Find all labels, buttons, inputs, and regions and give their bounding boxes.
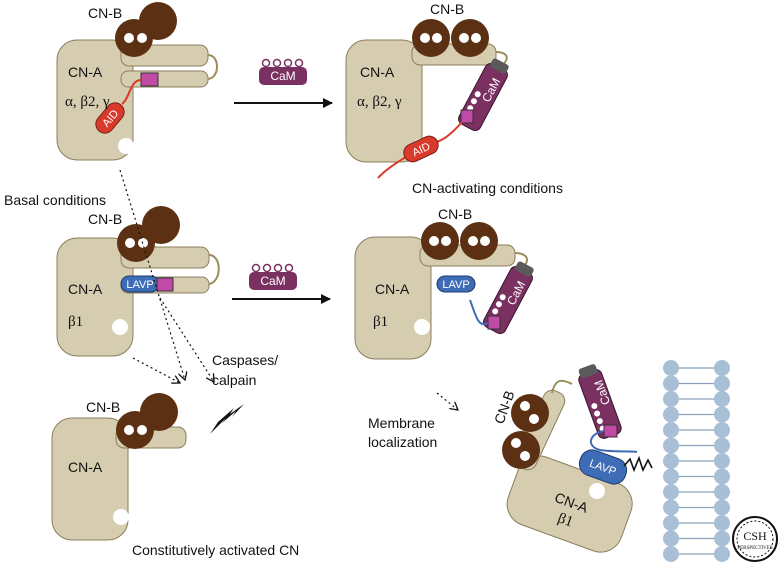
panel-basal-alpha: AID CN-B CN-A α, β2, γ <box>56 2 218 161</box>
logo-sub: PERSPECTIVES <box>737 546 773 551</box>
cnb-ball <box>116 411 154 449</box>
cna-domain <box>354 236 432 360</box>
lipid-head <box>663 360 679 376</box>
lipid-head <box>714 530 730 547</box>
lavp-label: LAVP <box>442 279 469 291</box>
isoform-label: β1 <box>68 314 83 330</box>
cnb-ball <box>117 224 155 262</box>
panel-activated-beta1: CaM LAVP CN-B CN-A β1 <box>354 206 534 360</box>
isoform-label: α, β2, γ <box>357 94 402 110</box>
cnb-ball <box>412 19 450 57</box>
lipid-head <box>714 468 730 485</box>
cna-label: CN-A <box>68 64 103 80</box>
cam-binding-domain <box>140 72 159 87</box>
lipid-head <box>663 437 679 454</box>
basal-conditions-label: Basal conditions <box>4 192 106 208</box>
membrane-label-line1: Membrane <box>368 415 435 431</box>
lipid-head <box>663 546 679 562</box>
lipid-head <box>714 406 730 423</box>
cna-domain <box>51 417 129 541</box>
lipid-head <box>663 422 679 438</box>
logo-main: CSH <box>743 529 767 543</box>
cnb-ball <box>460 222 498 260</box>
cnb-label: CN-B <box>438 206 472 222</box>
cnb-label: CN-B <box>86 399 120 415</box>
cam-block <box>249 272 297 290</box>
lipid-head <box>663 468 679 485</box>
lipid-head <box>714 422 730 438</box>
activating-conditions-label: CN-activating conditions <box>412 180 563 196</box>
panel-basal-beta1: LAVP CN-B CN-A β1 <box>56 206 220 357</box>
isoform-label: α, β2, γ <box>65 94 110 110</box>
active-site <box>113 509 129 525</box>
cnb-ball <box>511 394 549 432</box>
cna-label: CN-A <box>360 64 395 80</box>
cam-binding-domain <box>156 277 174 292</box>
cnb-ball <box>451 19 489 57</box>
dotted-arrow <box>436 392 458 410</box>
lavp-capsule: LAVP <box>578 449 628 485</box>
caspases-label-line1: Caspases/ <box>212 352 278 368</box>
cnb-ball <box>421 222 459 260</box>
lipid-head <box>663 406 679 423</box>
cnb-label: CN-B <box>88 211 122 227</box>
lipid-head <box>663 484 679 500</box>
lipid-head <box>714 375 730 392</box>
dotted-arrow <box>119 169 185 380</box>
cnb-label: CN-B <box>88 5 122 21</box>
active-site <box>589 483 605 499</box>
lipid-head <box>663 391 679 407</box>
membrane-label-line2: localization <box>368 434 437 450</box>
cna-label: CN-A <box>68 281 103 297</box>
lightning-icon <box>210 404 244 434</box>
cna-domain <box>345 39 423 163</box>
lipid-head <box>663 453 679 469</box>
cam-block <box>259 67 307 85</box>
lipid-head <box>663 499 679 516</box>
cam-label: CaM <box>260 274 285 288</box>
cna-label: CN-A <box>68 459 103 475</box>
cnb-ball <box>502 431 540 469</box>
aid-capsule: AID <box>95 102 125 134</box>
cna-label: CN-A <box>375 281 410 297</box>
active-site <box>414 319 430 335</box>
csh-perspectives-logo: CSH PERSPECTIVES <box>732 516 778 562</box>
lipid-head <box>663 375 679 392</box>
lavp-capsule <box>436 275 476 293</box>
cnb-label: CN-B <box>430 1 464 17</box>
aid-capsule: AID <box>403 135 439 163</box>
constitutive-label: Constitutively activated CN <box>132 542 299 558</box>
lipid-head <box>714 391 730 407</box>
panel-activated-alpha: CaM AID CN-B CN-A α, β2, γ CN-activating… <box>345 1 563 196</box>
panel-membrane: CN-A β1 CN-B CaM LAVP <box>491 364 653 553</box>
cleavage-arrows <box>119 169 458 410</box>
lipid-head <box>663 530 679 547</box>
dotted-arrow <box>159 297 214 382</box>
active-site <box>112 319 128 335</box>
lipid-head <box>714 453 730 469</box>
cam-label: CaM <box>270 69 295 83</box>
cam-addition-2: CaM <box>232 263 331 304</box>
panel-constitutive: CN-B CN-A Constitutively activated CN <box>51 393 299 558</box>
isoform-label: β1 <box>373 314 388 330</box>
cna-domain <box>56 39 134 161</box>
caspases-label-line2: calpain <box>212 372 256 388</box>
lipid-anchor <box>623 455 653 473</box>
isoform-label: β1 <box>555 510 575 530</box>
cam-bound: CaM <box>578 364 622 439</box>
lipid-head <box>714 437 730 454</box>
active-site <box>118 138 134 154</box>
cam-addition-1: CaM <box>234 58 333 108</box>
dotted-arrow <box>132 357 180 383</box>
membrane-bilayer <box>663 360 730 562</box>
lipid-head <box>714 360 730 376</box>
lipid-head <box>714 546 730 562</box>
lavp-label: LAVP <box>126 279 153 291</box>
lipid-head <box>663 515 679 531</box>
lipid-head <box>714 484 730 500</box>
lipid-head <box>714 515 730 531</box>
lipid-head <box>714 499 730 516</box>
